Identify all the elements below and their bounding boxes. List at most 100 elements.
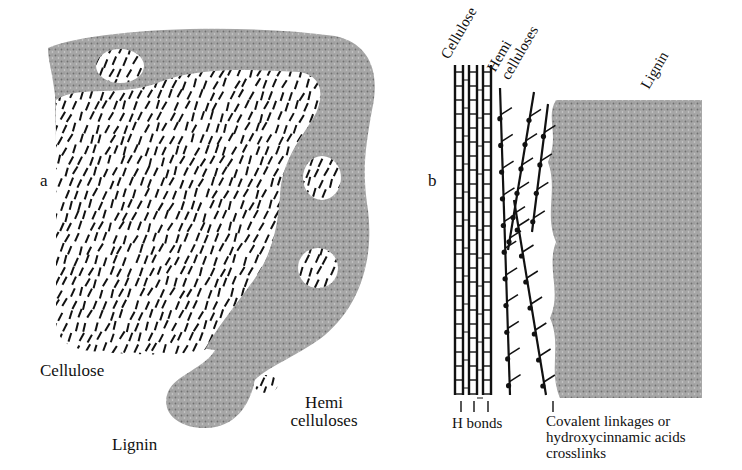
- microfibril-dash: [371, 112, 374, 121]
- microfibril-dash: [51, 89, 55, 97]
- microfibril-dash: [105, 125, 109, 133]
- microfibril-dash: [119, 289, 123, 297]
- microfibril-dash: [279, 47, 282, 56]
- microfibril-dash: [266, 322, 269, 331]
- microfibril-dash: [228, 67, 232, 75]
- hemicellulose-chains: [497, 88, 555, 395]
- microfibril-dash: [194, 79, 196, 88]
- microfibril-dash: [184, 233, 187, 241]
- microfibril-dash: [306, 235, 309, 243]
- microfibril-dash: [162, 158, 164, 167]
- h-bond-rung: [455, 169, 463, 170]
- microfibril-dash: [290, 289, 293, 298]
- crosslink-dot: [522, 142, 527, 147]
- microfibril-dash: [376, 364, 379, 373]
- hemicellulose-pocket: [254, 375, 278, 393]
- microfibril-dash: [136, 278, 139, 286]
- microfibril-dash: [68, 333, 71, 342]
- microfibril-dash: [351, 246, 355, 254]
- microfibril-dash: [248, 112, 252, 120]
- microfibril-dash: [353, 345, 357, 353]
- microfibril-dash: [235, 104, 239, 112]
- microfibril-dash: [284, 125, 287, 134]
- side-branch: [541, 154, 552, 161]
- microfibril-dash: [344, 344, 348, 352]
- microfibril-dash: [64, 343, 67, 352]
- h-bond-rung: [483, 183, 491, 184]
- microfibril-dash: [349, 398, 353, 406]
- microfibril-dash: [349, 202, 352, 211]
- microfibril-dash: [270, 245, 273, 254]
- microfibril-dash: [353, 81, 357, 89]
- microfibril-dash: [203, 81, 206, 89]
- microfibril-dash: [245, 278, 248, 286]
- microfibril-dash: [146, 412, 149, 420]
- microfibril-dash: [255, 101, 257, 110]
- microfibril-dash: [114, 145, 117, 153]
- microfibril-dash: [94, 167, 96, 176]
- microfibril-dash: [267, 112, 270, 120]
- microfibril-dash: [241, 135, 244, 144]
- microfibril-dash: [253, 279, 256, 287]
- microfibril-dash: [268, 311, 270, 320]
- microfibril-dash: [314, 169, 318, 177]
- microfibril-dash: [188, 266, 192, 274]
- microfibril-dash: [80, 421, 83, 429]
- microfibril-dash: [125, 389, 128, 397]
- microfibril-dash: [162, 147, 166, 155]
- microfibril-dash: [206, 145, 209, 153]
- microfibril-dash: [112, 346, 117, 354]
- microfibril-dash: [256, 123, 259, 132]
- microfibril-dash: [103, 232, 106, 240]
- microfibril-dash: [258, 267, 263, 275]
- microfibril-dash: [54, 409, 58, 417]
- h-bond-rung: [483, 337, 491, 338]
- h-bond-rung: [463, 360, 469, 361]
- microfibril-dash: [172, 367, 177, 375]
- crosslink-dot: [537, 162, 542, 167]
- microfibril-dash: [123, 213, 127, 221]
- microfibril-dash: [240, 310, 243, 318]
- microfibril-dash: [313, 188, 315, 197]
- microfibril-dash: [249, 202, 254, 210]
- h-bond-rung: [469, 85, 477, 86]
- microfibril-dash: [234, 169, 237, 178]
- microfibril-dash: [355, 256, 357, 265]
- h-bond-rung: [469, 337, 477, 338]
- microfibril-dash: [200, 332, 203, 340]
- microfibril-dash: [263, 301, 267, 309]
- microfibril-dash: [72, 301, 76, 309]
- microfibril-dash: [371, 224, 374, 233]
- microfibril-dash: [274, 410, 278, 418]
- microfibril-dash: [150, 375, 152, 384]
- microfibril-dash: [253, 234, 258, 242]
- microfibril-dash: [61, 267, 65, 275]
- h-bond-rung: [477, 230, 483, 231]
- microfibril-dash: [318, 222, 321, 230]
- microfibril-dash: [336, 321, 338, 330]
- crosslink-dot: [530, 219, 535, 224]
- microfibril-dash: [334, 125, 338, 133]
- microfibril-dash: [115, 191, 118, 200]
- side-branch: [508, 321, 519, 328]
- hemicellulose-pocket: [303, 156, 341, 200]
- h-bond-rung: [463, 388, 469, 389]
- microfibril-dash: [344, 122, 348, 130]
- microfibril-dash: [74, 258, 78, 266]
- microfibril-dash: [200, 134, 203, 142]
- microfibril-dash: [51, 180, 53, 189]
- microfibril-dash: [182, 82, 185, 90]
- microfibril-dash: [44, 57, 49, 65]
- microfibril-dash: [366, 145, 370, 153]
- microfibril-dash: [342, 35, 345, 43]
- microfibril-dash: [274, 387, 278, 395]
- side-branch: [527, 271, 538, 278]
- microfibril-dash: [245, 388, 248, 396]
- microfibril-dash: [171, 419, 175, 427]
- microfibril-dash: [116, 410, 119, 418]
- microfibril-dash: [83, 388, 86, 396]
- microfibril-dash: [358, 202, 362, 210]
- microfibril-dash: [229, 222, 231, 231]
- microfibril-dash: [233, 276, 236, 284]
